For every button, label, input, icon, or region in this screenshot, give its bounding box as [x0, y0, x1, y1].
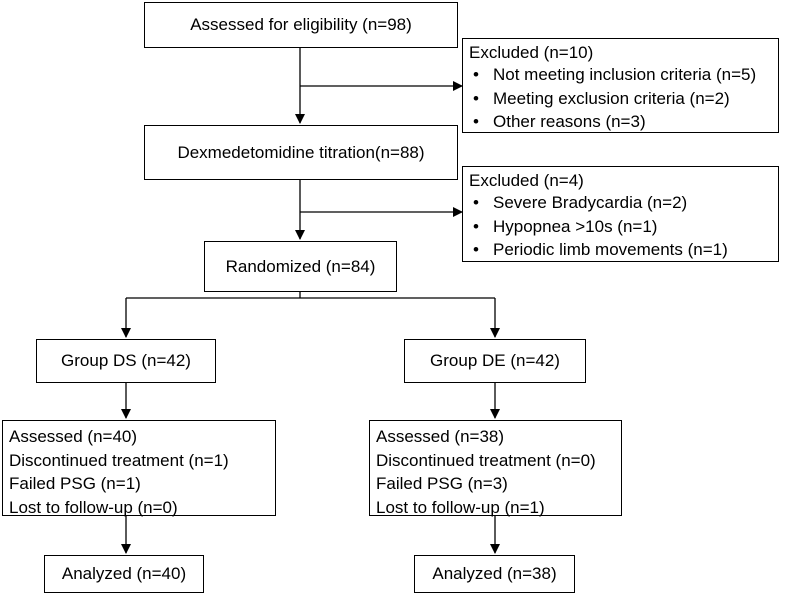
- stat-failed-psg: Failed PSG (n=1): [9, 474, 141, 493]
- analyzed-de-label: Analyzed (n=38): [432, 564, 557, 583]
- excluded1-list: Not meeting inclusion criteria (n=5) Mee…: [469, 63, 772, 134]
- stat-assessed: Assessed (n=40): [9, 427, 138, 446]
- group-ds-stats-box: Assessed (n=40) Discontinued treatment (…: [2, 420, 276, 517]
- group-ds-box: Group DS (n=42): [36, 339, 216, 383]
- excluded2-title: Excluded (n=4): [469, 171, 584, 190]
- excluded2-item: Severe Bradycardia (n=2): [469, 191, 772, 215]
- randomized-label: Randomized (n=84): [225, 256, 376, 276]
- excluded2-list: Severe Bradycardia (n=2) Hypopnea >10s (…: [469, 191, 772, 262]
- excluded1-title: Excluded (n=10): [469, 43, 594, 62]
- group-ds-label: Group DS (n=42): [61, 351, 191, 370]
- assessed-box: Assessed for eligibility (n=98): [144, 2, 458, 48]
- analyzed-ds-box: Analyzed (n=40): [44, 555, 204, 593]
- assessed-label: Assessed for eligibility (n=98): [190, 15, 412, 34]
- randomized-box: Randomized (n=84): [204, 241, 397, 292]
- excluded2-box: Excluded (n=4) Severe Bradycardia (n=2) …: [462, 166, 779, 262]
- stat-discontinued: Discontinued treatment (n=0): [376, 450, 596, 470]
- group-de-label: Group DE (n=42): [430, 351, 560, 370]
- group-de-stats-box: Assessed (n=38) Discontinued treatment (…: [369, 420, 622, 517]
- stat-discontinued: Discontinued treatment (n=1): [9, 450, 229, 470]
- analyzed-de-box: Analyzed (n=38): [414, 555, 575, 593]
- excluded1-item: Other reasons (n=3): [469, 110, 772, 134]
- excluded1-box: Excluded (n=10) Not meeting inclusion cr…: [462, 38, 779, 133]
- excluded2-item: Hypopnea >10s (n=1): [469, 215, 772, 239]
- stat-failed-psg: Failed PSG (n=3): [376, 474, 508, 493]
- group-de-box: Group DE (n=42): [404, 339, 586, 383]
- excluded1-item: Meeting exclusion criteria (n=2): [469, 87, 772, 111]
- stat-assessed: Assessed (n=38): [376, 427, 505, 446]
- excluded1-item: Not meeting inclusion criteria (n=5): [469, 63, 772, 87]
- stat-lost-follow-up: Lost to follow-up (n=0): [9, 497, 178, 517]
- titration-label: Dexmedetomidine titration(n=88): [177, 142, 425, 162]
- excluded2-item: Periodic limb movements (n=1): [469, 238, 772, 262]
- stat-lost-follow-up: Lost to follow-up (n=1): [376, 497, 545, 517]
- analyzed-ds-label: Analyzed (n=40): [61, 564, 187, 583]
- titration-box: Dexmedetomidine titration(n=88): [144, 125, 458, 180]
